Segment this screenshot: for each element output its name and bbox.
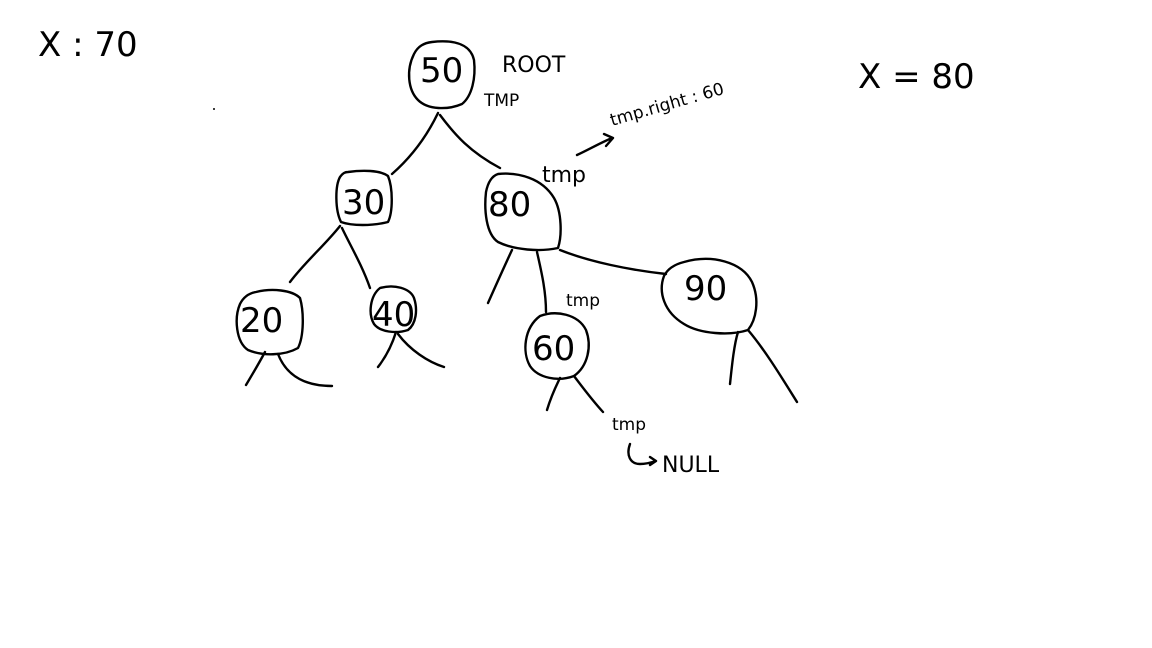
node-value-80: 80 xyxy=(488,185,531,225)
x-equals-80-note: X = 80 xyxy=(858,57,975,97)
node-value-60: 60 xyxy=(532,329,575,369)
node-outline-80 xyxy=(484,172,562,252)
tmp-null-label: tmp xyxy=(612,415,646,435)
node-value-40: 40 xyxy=(372,295,415,335)
tree-node-90: 90 xyxy=(660,257,758,335)
root-label: ROOT xyxy=(502,53,566,78)
edge-90-right xyxy=(746,328,799,404)
edge-80-60 xyxy=(535,250,548,314)
tree-node-50: 50 xyxy=(407,40,476,110)
edge-40-right xyxy=(396,332,446,369)
node-outline-20 xyxy=(235,288,304,356)
node-outline-50 xyxy=(407,40,476,110)
edge-20-right xyxy=(276,352,334,388)
tmp-root-label: TMP xyxy=(483,91,519,111)
tree-node-30: 30 xyxy=(335,169,393,227)
tmp-80-label: tmp xyxy=(542,163,586,188)
edge-30-20 xyxy=(288,224,342,284)
edge-60-right xyxy=(572,374,605,414)
null-label: NULL xyxy=(662,453,720,478)
edge-90-left xyxy=(728,330,740,386)
tree-node-40: 40 xyxy=(369,285,418,335)
edge-50-80 xyxy=(438,113,502,170)
node-outline-40 xyxy=(369,285,418,334)
edge-20-left xyxy=(244,350,267,387)
tmp-right-equals-60-label: tmp.right : 60 xyxy=(608,79,726,131)
node-outline-90 xyxy=(660,257,758,335)
tree-edges xyxy=(244,111,799,414)
tree-node-80: 80 xyxy=(484,172,562,252)
tmp-60-label: tmp xyxy=(566,291,600,311)
node-value-20: 20 xyxy=(240,301,283,341)
edge-80-left-stub xyxy=(486,248,514,305)
x-equals-70-note: X : 70 xyxy=(38,25,138,65)
tmp-null-arrow xyxy=(627,442,658,467)
tmp-right-arrow xyxy=(575,132,615,157)
edge-40-left xyxy=(376,330,398,369)
node-outline-30 xyxy=(335,169,393,227)
stray-dot xyxy=(213,108,215,110)
edge-60-left xyxy=(545,376,562,412)
node-value-50: 50 xyxy=(420,51,463,91)
tree-node-60: 60 xyxy=(524,312,590,380)
tree-node-20: 20 xyxy=(235,288,304,356)
node-value-30: 30 xyxy=(342,183,385,223)
edge-30-40 xyxy=(340,226,372,290)
edge-50-30 xyxy=(390,111,440,176)
node-value-90: 90 xyxy=(684,269,727,309)
node-outline-60 xyxy=(524,312,590,380)
edge-80-90 xyxy=(558,248,668,276)
